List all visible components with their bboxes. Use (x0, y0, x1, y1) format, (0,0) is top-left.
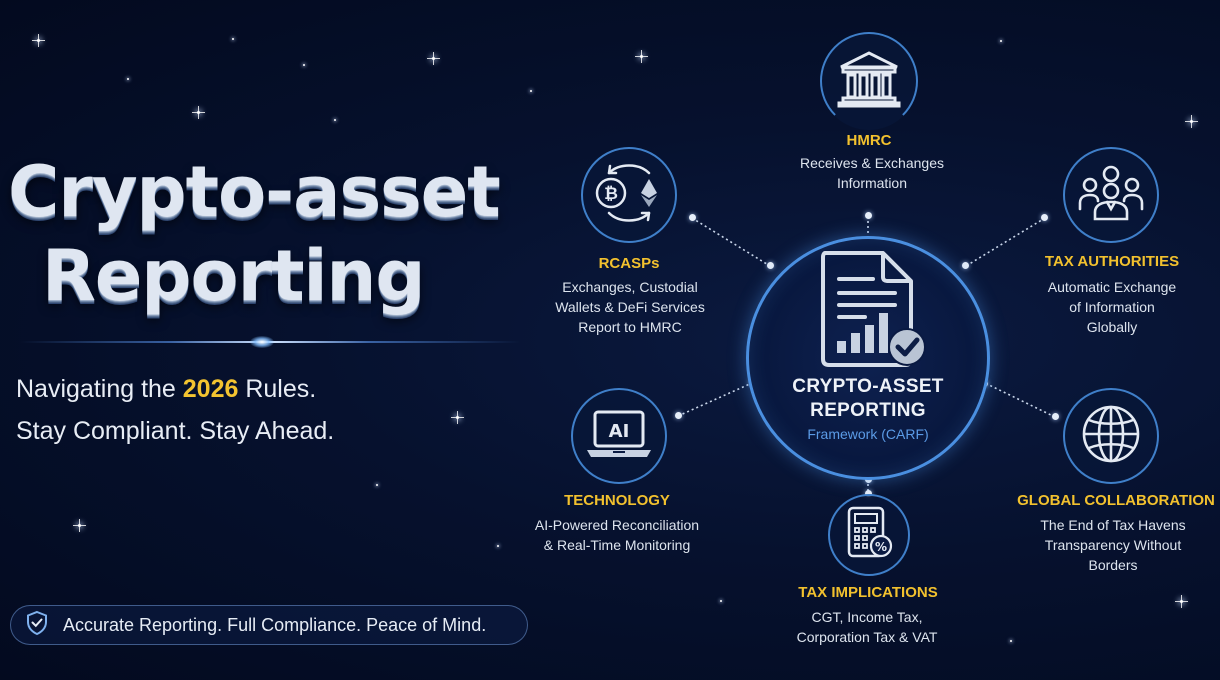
star (32, 34, 45, 47)
tagline-line-1: Navigating the 2026 Rules. (16, 368, 334, 410)
hub-title-line-2: REPORTING (810, 400, 926, 421)
global-collaboration-icon-circle (1063, 388, 1159, 484)
star (303, 64, 305, 66)
tax-implications-desc: CGT, Income Tax, Corporation Tax & VAT (797, 607, 938, 647)
hub-subtitle: Framework (CARF) (807, 426, 929, 442)
report-document-check-icon (819, 249, 929, 380)
star (1000, 40, 1002, 42)
rcasps-desc: Exchanges, Custodial Wallets & DeFi Serv… (555, 277, 705, 337)
tagline-year: 2026 (182, 375, 239, 403)
hmrc-title: HMRC (846, 132, 892, 149)
tagline-suffix: Rules. (238, 375, 317, 403)
tagline: Navigating the 2026 Rules. Stay Complian… (16, 368, 334, 452)
hmrc-icon-circle (820, 32, 918, 130)
star (1010, 640, 1012, 642)
star (497, 545, 499, 547)
tax-authorities-icon-circle (1063, 147, 1159, 243)
shield-check-icon (25, 610, 49, 641)
people-group-icon (1076, 165, 1146, 226)
connector-dot (865, 212, 872, 219)
connector-dot (1041, 214, 1048, 221)
rcasps-desc-line: Exchanges, Custodial (562, 279, 698, 295)
star (1185, 115, 1198, 128)
glow-flare (250, 336, 274, 348)
connector-dot (767, 262, 774, 269)
star (376, 484, 378, 486)
title-line-1: Crypto-asset (8, 151, 501, 233)
badge-text: Accurate Reporting. Full Compliance. Pea… (63, 614, 487, 635)
star (192, 106, 205, 119)
hub-title: CRYPTO-ASSET REPORTING (749, 375, 987, 423)
tax-implications-desc-line: CGT, Income Tax, (811, 609, 923, 625)
tax-authorities-desc: Automatic Exchange of Information Global… (1048, 277, 1176, 337)
carf-hub: CRYPTO-ASSET REPORTING Framework (CARF) (746, 236, 990, 480)
ai-label: AI (609, 421, 630, 442)
technology-desc-line: AI-Powered Reconciliation (534, 517, 700, 533)
title-line-2: Reporting (42, 235, 425, 317)
rcasps-desc-line: Report to HMRC (578, 319, 682, 335)
star (232, 38, 234, 40)
global-collaboration-desc-line: The End of Tax Havens (1040, 517, 1186, 533)
hub-title-line-1: CRYPTO-ASSET (792, 376, 944, 397)
main-title: Crypto-asset Reporting (8, 150, 501, 318)
assurance-badge: Accurate Reporting. Full Compliance. Pea… (10, 605, 528, 645)
star (334, 119, 336, 121)
tax-authorities-desc-line: of Information (1069, 299, 1155, 315)
ai-laptop-icon: AI (585, 408, 653, 465)
star (127, 78, 129, 80)
svg-text:%: % (875, 540, 887, 554)
global-collaboration-desc-line: Transparency Without (1044, 537, 1182, 553)
technology-desc-line: & Real-Time Monitoring (543, 537, 691, 553)
crypto-exchange-icon: ₿ (593, 159, 665, 232)
global-collaboration-desc: The End of Tax Havens Transparency Witho… (1040, 515, 1185, 575)
tax-authorities-desc-line: Globally (1086, 319, 1138, 335)
tax-implications-icon-circle: % (828, 494, 910, 576)
government-building-icon (837, 50, 901, 113)
rcasps-desc-line: Wallets & DeFi Services (555, 299, 705, 315)
global-collaboration-title: GLOBAL COLLABORATION (1017, 492, 1215, 509)
calculator-percent-icon: % (845, 506, 893, 565)
globe-icon (1080, 403, 1142, 470)
connector-dot (865, 490, 872, 497)
technology-icon-circle: AI (571, 388, 667, 484)
star (451, 411, 464, 424)
connector-dot (962, 262, 969, 269)
star (530, 90, 532, 92)
star (73, 519, 86, 532)
tax-implications-desc-line: Corporation Tax & VAT (796, 629, 938, 645)
rcasps-icon-circle: ₿ (581, 147, 677, 243)
tagline-line-2: Stay Compliant. Stay Ahead. (16, 417, 335, 445)
technology-title: TECHNOLOGY (564, 492, 670, 509)
rcasps-title: RCASPs (598, 255, 660, 272)
tax-authorities-desc-line: Automatic Exchange (1047, 279, 1177, 295)
hmrc-desc-line: Receives & Exchanges (800, 155, 944, 171)
star (1175, 595, 1188, 608)
hmrc-desc-line: Information (836, 175, 908, 191)
star (720, 600, 722, 602)
svg-text:₿: ₿ (604, 184, 618, 204)
connector-dot (689, 214, 696, 221)
hmrc-desc: Receives & Exchanges Information (800, 153, 944, 193)
star (635, 50, 648, 63)
connector-dot (675, 412, 682, 419)
star (427, 52, 440, 65)
technology-desc: AI-Powered Reconciliation & Real-Time Mo… (535, 515, 699, 555)
tax-implications-title: TAX IMPLICATIONS (798, 584, 938, 601)
tax-authorities-title: TAX AUTHORITIES (1044, 253, 1180, 270)
connector-dot (1052, 413, 1059, 420)
global-collaboration-desc-line: Borders (1088, 557, 1138, 573)
tagline-prefix: Navigating the (16, 375, 183, 403)
